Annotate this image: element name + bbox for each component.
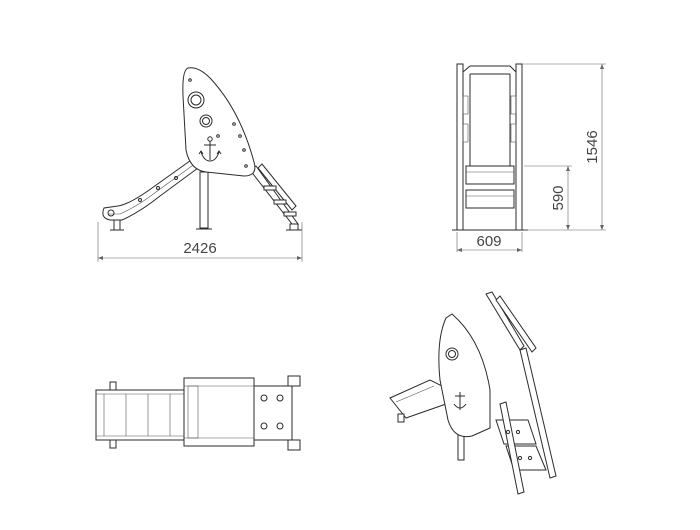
top-view: [95, 375, 301, 451]
isometric-view: [389, 291, 557, 495]
support-post: [199, 171, 209, 229]
anchor-icon: [198, 136, 222, 162]
front-width-dimension: 609: [456, 232, 523, 252]
side-ladder: [249, 163, 302, 231]
side-width-label: 2426: [183, 240, 216, 257]
total-height-label: 1546: [584, 130, 601, 163]
step-height-dimension: 590: [524, 165, 572, 231]
slide-chute: [102, 157, 199, 231]
total-height-dimension: 1546: [522, 63, 606, 231]
side-view: 2426: [97, 67, 303, 262]
front-view: 609 590 1546: [452, 63, 606, 252]
step-height-label: 590: [550, 185, 567, 210]
width-dimension: 2426: [97, 222, 303, 262]
front-width-label: 609: [476, 233, 501, 250]
sail-panel: [182, 67, 256, 177]
porthole-icon: [187, 91, 205, 109]
